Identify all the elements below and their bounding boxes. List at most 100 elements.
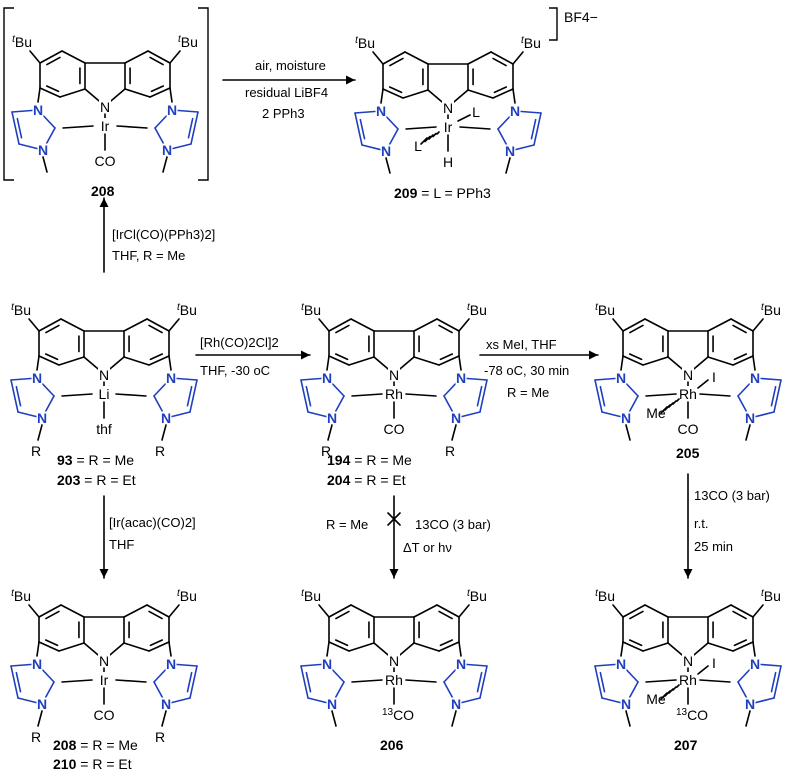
bond — [660, 692, 668, 700]
bond — [123, 642, 150, 652]
bond — [479, 379, 488, 413]
bond — [187, 117, 194, 139]
label-bg — [442, 101, 454, 115]
bond — [730, 604, 754, 618]
bond — [169, 87, 173, 103]
label-bg — [166, 103, 178, 117]
caption-208-top: 208 — [91, 183, 115, 199]
bond — [458, 318, 470, 332]
bond — [625, 424, 631, 441]
bond — [459, 126, 491, 130]
cond-up-1: [IrCl(CO)(PPh3)2] — [112, 227, 216, 242]
tbu-superscript: t — [467, 302, 471, 313]
cond-mid2-1: xs MeI, THF — [486, 337, 557, 352]
label-bg — [32, 103, 44, 117]
bond — [752, 318, 764, 332]
bond — [36, 641, 40, 657]
label-bg — [37, 143, 49, 157]
tbu-text: Bu — [180, 302, 197, 318]
bracket-left — [3, 7, 14, 181]
tbu-label: tBu — [11, 302, 31, 319]
bond — [428, 134, 434, 140]
tbu-text: Bu — [14, 302, 31, 318]
bond — [305, 671, 312, 693]
label-13co: 13CO — [676, 707, 708, 724]
caption-203: 203 = R = Et — [57, 472, 136, 488]
bond — [699, 679, 731, 683]
bond — [148, 610, 163, 620]
cond-down3-1: 13CO (3 bar) — [694, 488, 770, 503]
bond — [467, 51, 492, 65]
label-bg — [682, 654, 694, 668]
tbu-label: tBu — [595, 588, 615, 605]
atom-label: N — [376, 103, 386, 119]
label-bg — [749, 371, 761, 385]
bond — [168, 604, 180, 618]
bond — [676, 684, 680, 688]
bond — [676, 398, 680, 402]
bond — [148, 324, 163, 334]
bond — [123, 604, 148, 618]
bond — [439, 639, 454, 647]
label-bg — [31, 657, 43, 671]
bond — [359, 118, 366, 140]
bond — [438, 324, 453, 334]
bond — [186, 385, 193, 407]
bond — [745, 424, 751, 441]
bond — [189, 379, 198, 413]
cond-down1-1: [Ir(acac)(CO)2] — [109, 515, 196, 530]
bond — [380, 88, 384, 104]
ligand-iodide: I — [712, 369, 716, 385]
tbu-superscript: t — [301, 302, 305, 313]
bond — [148, 641, 170, 652]
tbu-label: tBu — [467, 302, 487, 319]
atom-label: N — [322, 656, 332, 672]
atom-label: N — [389, 367, 399, 383]
bond — [328, 604, 352, 618]
ligand-below: thf — [96, 421, 112, 437]
tbu-text: Bu — [181, 34, 198, 50]
tbu-label: tBu — [301, 588, 321, 605]
bond — [752, 355, 756, 371]
bond — [628, 639, 643, 647]
bond — [45, 610, 60, 620]
bond — [699, 393, 731, 397]
atom-label: N — [750, 370, 760, 386]
bond — [492, 88, 514, 99]
bond — [350, 604, 375, 618]
bond — [599, 385, 606, 407]
bond — [300, 379, 309, 413]
tbu-label: tBu — [12, 34, 32, 51]
atom-label: N — [750, 656, 760, 672]
bond — [505, 157, 511, 174]
bond — [149, 639, 164, 647]
tbu-superscript: t — [521, 35, 525, 46]
bond — [493, 86, 508, 94]
label-bg — [744, 411, 756, 425]
atom-label: N — [456, 656, 466, 672]
ligand-L: L — [414, 138, 422, 154]
tbu-label: tBu — [467, 588, 487, 605]
bond — [38, 604, 62, 618]
ligand-below: CO — [94, 707, 115, 723]
bond — [189, 665, 198, 699]
ligand-L: L — [472, 104, 480, 120]
label-bg — [504, 144, 516, 158]
atom-label: N — [451, 696, 461, 712]
bond — [732, 610, 747, 620]
label-bg — [36, 411, 48, 425]
arrow-mid2-head — [589, 350, 598, 360]
bond — [124, 50, 149, 64]
caption-204: 204 = R = Et — [327, 472, 406, 488]
cond-down1-2: THF — [109, 537, 135, 552]
bond — [305, 385, 312, 407]
bond — [382, 88, 404, 99]
bond — [432, 132, 437, 138]
bond — [186, 671, 193, 693]
metal-Ir: Ir — [100, 672, 109, 688]
tbu-text: Bu — [470, 302, 487, 318]
caption-205: 205 — [676, 445, 700, 461]
counterion-bf4: BF4− — [564, 9, 598, 25]
bond — [476, 385, 483, 407]
bond — [38, 318, 62, 332]
